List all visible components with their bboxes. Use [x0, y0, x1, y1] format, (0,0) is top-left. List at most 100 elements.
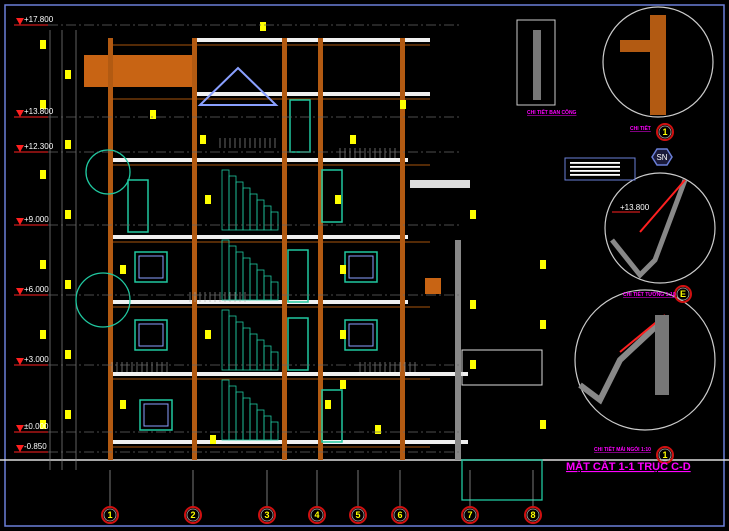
note-line — [570, 166, 620, 168]
dimension-tag — [65, 140, 71, 149]
stair-wall — [455, 240, 461, 460]
level-markers: +17.800+13.800+12.300+9.000+6.000+3.000±… — [14, 15, 460, 453]
level-label: +17.800 — [24, 15, 54, 24]
detail-circle — [574, 289, 716, 431]
detail-caption-2: CHI TIẾT — [630, 125, 651, 132]
dimension-tag — [40, 100, 46, 109]
dimension-tag — [40, 170, 46, 179]
dimension-tag — [470, 210, 476, 219]
grid-axis-bubble: 8 — [524, 470, 542, 524]
stair-step — [263, 205, 272, 231]
door — [127, 179, 149, 233]
detail-marker: 1 — [656, 446, 674, 464]
detail-caption-1: CHI TIẾT BAN CÔNG — [527, 108, 577, 116]
stair-step — [228, 315, 237, 371]
window — [139, 399, 173, 431]
dimension-tag — [470, 360, 476, 369]
stair-step — [270, 211, 279, 231]
detail-roof-section — [610, 179, 688, 279]
stair-step — [228, 245, 237, 301]
stair-step — [242, 397, 251, 441]
wall-column — [318, 38, 323, 460]
dimension-tag — [325, 400, 331, 409]
level-label: +9.000 — [24, 215, 49, 224]
floor-slab — [108, 440, 468, 444]
svg-text:+13.800: +13.800 — [620, 203, 650, 212]
stair-step — [256, 339, 265, 371]
grid-axis-label: 8 — [530, 510, 535, 520]
drawing-title: MẶT CẮT 1-1 TRỤC C-D — [566, 460, 691, 473]
stair-step — [242, 187, 251, 231]
level-marker: +6.000 — [14, 285, 460, 296]
level-marker: +9.000 — [14, 215, 460, 226]
annex-roof — [461, 349, 543, 386]
level-label: +13.800 — [24, 107, 54, 116]
wall-column — [282, 38, 287, 460]
detail-roof-tile — [639, 179, 686, 233]
stair-step — [249, 333, 258, 371]
dimension-tag — [65, 350, 71, 359]
stair-step — [235, 181, 244, 231]
detail-circle — [604, 172, 716, 284]
grid-axis-bubble: 6 — [391, 470, 409, 524]
detail-wall-hatch — [655, 315, 669, 395]
window — [134, 319, 168, 351]
stair-step — [221, 379, 230, 441]
dimension-tag — [340, 265, 346, 274]
stair-step — [249, 263, 258, 301]
svg-text:E: E — [680, 289, 686, 299]
stair-step — [235, 251, 244, 301]
dimension-tag — [40, 40, 46, 49]
dimension-tag — [335, 195, 341, 204]
dimension-tag — [350, 135, 356, 144]
grid-axis-bubble: 5 — [349, 470, 367, 524]
level-marker: +13.800 — [14, 107, 460, 118]
dimension-tag — [205, 330, 211, 339]
detail-circle — [602, 6, 714, 118]
note-box — [564, 157, 636, 181]
detail-callout-circle — [75, 272, 131, 328]
window — [134, 251, 168, 283]
dimension-tag — [65, 280, 71, 289]
level-label: -0.850 — [24, 442, 47, 451]
dimension-tag — [210, 435, 216, 444]
level-label: +12.300 — [24, 142, 54, 151]
stair-step — [270, 351, 279, 371]
dimension-tag — [120, 265, 126, 274]
tank-pit — [461, 459, 543, 501]
wall-column — [108, 38, 113, 460]
stair-step — [249, 403, 258, 441]
stair-step — [256, 199, 265, 231]
grid-axis-label: 7 — [467, 510, 472, 520]
door — [321, 169, 343, 223]
section-tag-label: SN — [656, 153, 667, 162]
stair-step — [263, 345, 272, 371]
grid-axis-label: 5 — [355, 510, 360, 520]
note-line — [570, 162, 620, 164]
stair-step — [221, 169, 230, 231]
detail-box — [516, 19, 556, 106]
dimension-tag — [340, 380, 346, 389]
dimension-tag — [40, 330, 46, 339]
stair-step — [263, 275, 272, 301]
door — [321, 389, 343, 443]
grid-axis-bubble: 2 — [184, 470, 202, 524]
grid-axis-label: 2 — [190, 510, 195, 520]
stair-step — [263, 415, 272, 441]
gable — [197, 66, 279, 106]
dimension-tag — [65, 210, 71, 219]
roof-tiles — [84, 55, 192, 87]
wall-column — [400, 38, 405, 460]
level-marker: +3.000 — [14, 355, 460, 366]
svg-text:1: 1 — [662, 127, 667, 137]
grid-axis-bubble: 3 — [258, 470, 276, 524]
dimension-tag — [200, 135, 206, 144]
detail-caption-3: CHI TIẾT TƯỜNG 1:10 — [623, 290, 676, 298]
stair-step — [228, 175, 237, 231]
detail-marker: E — [674, 285, 692, 303]
dimension-tag — [540, 420, 546, 429]
stair-step — [221, 309, 230, 371]
dimension-tag — [540, 320, 546, 329]
